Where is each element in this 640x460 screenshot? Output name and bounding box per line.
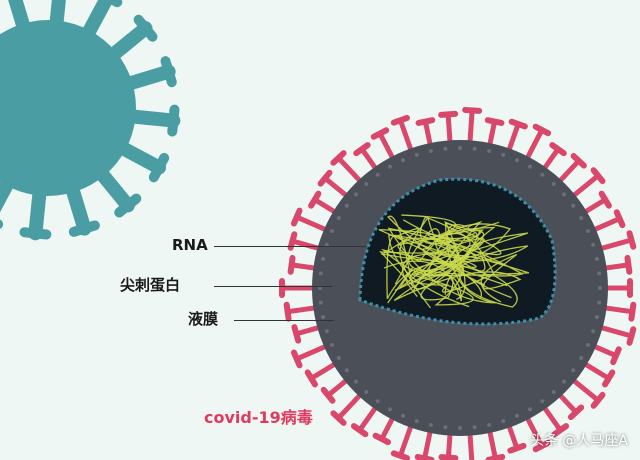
spike-head (610, 346, 622, 366)
spike-protein-leader-line (214, 286, 332, 287)
spike-head (507, 442, 527, 454)
decorative-virus-icon (0, 0, 181, 241)
spike-stalk (594, 237, 634, 253)
spike-head (287, 254, 296, 275)
spike-head (485, 453, 506, 460)
rna-label: RNA (172, 236, 208, 254)
spike-stalk (567, 375, 601, 403)
membrane-leader-line (234, 320, 334, 321)
spike-head (330, 410, 347, 426)
spike-head (415, 117, 436, 126)
spike-head (287, 231, 298, 251)
spike-head (570, 153, 587, 169)
spike-head (551, 423, 570, 438)
spike-head (317, 169, 333, 187)
spike-head (567, 404, 585, 421)
spike-head (626, 326, 637, 346)
spike-head (549, 142, 567, 157)
spike-stalk (294, 214, 333, 234)
spike-stalk (594, 323, 634, 339)
rna-strands (378, 214, 530, 309)
virion-body (312, 140, 608, 436)
spike-head (613, 209, 626, 229)
spike-head (624, 254, 633, 275)
spike-head (320, 386, 336, 404)
spike-head (602, 369, 616, 388)
spike-head (372, 432, 392, 446)
watermark-text: 头条 @人马座A (529, 433, 628, 449)
spike-head (438, 454, 459, 460)
spike-head (330, 150, 347, 166)
spike-head (626, 230, 637, 250)
spike-head (283, 301, 292, 322)
spike-head (590, 391, 606, 409)
membrane-label: 液膜 (188, 310, 219, 328)
spike-protein-label: 尖刺蛋白 (120, 276, 181, 294)
spike-head (414, 453, 435, 460)
spike-stalk (294, 342, 333, 362)
spike-head (462, 106, 483, 114)
spike-head (390, 114, 410, 126)
spike-head (350, 423, 369, 438)
spike-head (390, 450, 410, 460)
spike-stalk (567, 173, 601, 201)
spike-head (290, 349, 303, 369)
spike-head (484, 117, 505, 126)
spike-head (508, 118, 528, 130)
spike-head (598, 190, 612, 209)
spike-head (532, 439, 552, 453)
spike-head (532, 123, 552, 137)
spike-head (590, 167, 606, 185)
spike-head (304, 369, 318, 388)
rna-leader-line (214, 246, 366, 247)
spike-head (353, 142, 371, 157)
spike-head (308, 190, 322, 209)
spike-head (370, 127, 390, 140)
virus-caption: covid-19病毒 (204, 408, 313, 427)
spike-head (628, 301, 637, 322)
spike-head (291, 324, 302, 344)
spike-head (290, 207, 303, 227)
spike-head (438, 110, 459, 118)
